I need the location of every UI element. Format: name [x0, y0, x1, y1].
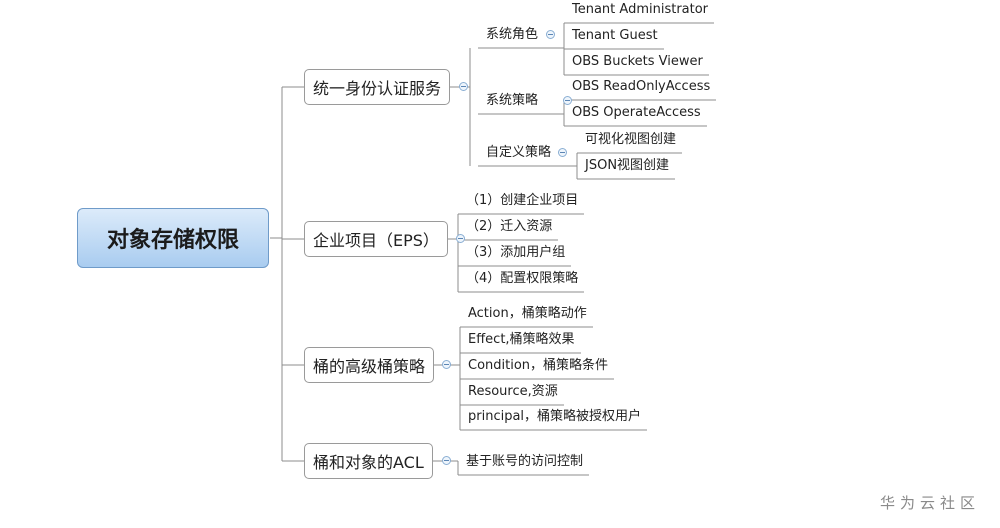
branch-iam[interactable]: 统一身份认证服务: [304, 69, 451, 105]
collapse-toggle-icon[interactable]: [456, 234, 465, 243]
leaf-tenant-administrator[interactable]: Tenant Administrator: [572, 2, 709, 17]
leaf-eps-step-2[interactable]: （2）迁入资源: [466, 219, 553, 234]
group-system-roles[interactable]: 系统角色: [486, 27, 539, 42]
leaf-policy-condition[interactable]: Condition，桶策略条件: [468, 358, 609, 373]
watermark: 华为云社区: [880, 494, 981, 512]
collapse-toggle-icon[interactable]: [442, 456, 451, 465]
collapse-toggle-icon[interactable]: [546, 30, 555, 39]
leaf-eps-step-3[interactable]: （3）添加用户组: [466, 245, 566, 260]
group-system-policies[interactable]: 系统策略: [486, 93, 539, 108]
leaf-policy-resource[interactable]: Resource,资源: [468, 384, 558, 399]
collapse-toggle-icon[interactable]: [459, 82, 468, 91]
collapse-toggle-icon[interactable]: [442, 360, 451, 369]
branch-eps[interactable]: 企业项目（EPS）: [304, 221, 448, 257]
leaf-eps-step-1[interactable]: （1）创建企业项目: [466, 193, 579, 208]
group-custom-policies[interactable]: 自定义策略: [486, 145, 552, 160]
leaf-policy-effect[interactable]: Effect,桶策略效果: [468, 332, 575, 347]
collapse-toggle-icon[interactable]: [558, 148, 567, 157]
leaf-tenant-guest[interactable]: Tenant Guest: [572, 28, 658, 43]
leaf-policy-principal[interactable]: principal，桶策略被授权用户: [468, 409, 642, 424]
collapse-toggle-icon[interactable]: [563, 96, 572, 105]
leaf-json-editor[interactable]: JSON视图创建: [585, 158, 670, 173]
leaf-visual-editor[interactable]: 可视化视图创建: [585, 132, 677, 147]
root-node[interactable]: 对象存储权限: [77, 208, 269, 268]
leaf-policy-action[interactable]: Action，桶策略动作: [468, 306, 587, 321]
branch-bucket-policy[interactable]: 桶的高级桶策略: [304, 347, 435, 383]
branch-acl[interactable]: 桶和对象的ACL: [304, 443, 433, 479]
leaf-eps-step-4[interactable]: （4）配置权限策略: [466, 271, 579, 286]
leaf-obs-operateaccess[interactable]: OBS OperateAccess: [572, 105, 701, 120]
leaf-obs-buckets-viewer[interactable]: OBS Buckets Viewer: [572, 54, 703, 69]
leaf-account-access-control[interactable]: 基于账号的访问控制: [466, 454, 584, 469]
leaf-obs-readonlyaccess[interactable]: OBS ReadOnlyAccess: [572, 79, 711, 94]
